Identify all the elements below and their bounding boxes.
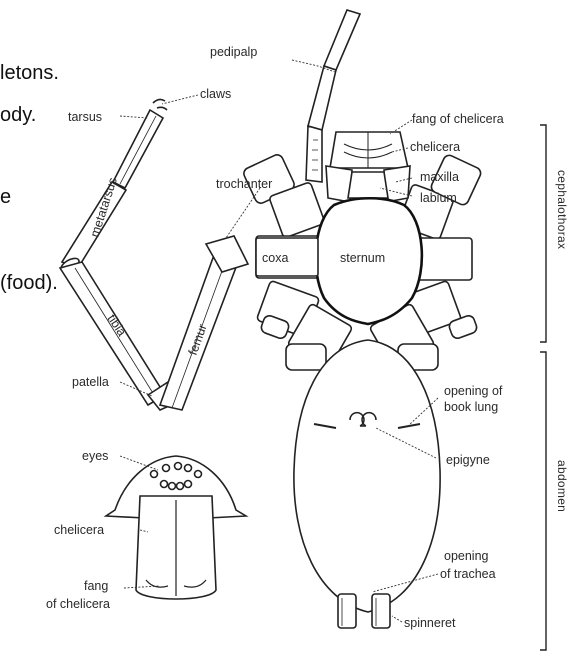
slide-text-fragment: e: [0, 186, 11, 209]
label-abdomen: abdomen: [555, 460, 569, 512]
slide-text-fragment: ody.: [0, 104, 36, 127]
label-trochanter: trochanter: [216, 177, 272, 191]
label-pedipalp: pedipalp: [210, 45, 257, 59]
label-claws: claws: [200, 87, 231, 101]
abdomen-shape: [294, 340, 440, 612]
label-eyes: eyes: [82, 449, 108, 463]
spinneret-left: [338, 594, 356, 628]
label-patella: patella: [72, 375, 109, 389]
label-opening: opening: [444, 549, 489, 563]
tarsus-segment: [113, 110, 163, 188]
label-chelicera-head: chelicera: [54, 523, 104, 537]
abdomen-bracket: [540, 352, 546, 650]
label-spinneret: spinneret: [404, 616, 456, 630]
labium-shape: [348, 172, 388, 198]
label-chelicera-top: chelicera: [410, 140, 460, 154]
label-labium: labium: [420, 191, 457, 205]
slide-text-fragment: letons.: [0, 62, 59, 85]
spinneret-right: [372, 594, 390, 628]
label-book-lung: book lung: [444, 400, 498, 414]
label-opening-of: opening of: [444, 384, 503, 398]
label-tarsus: tarsus: [68, 110, 102, 124]
label-epigyne: epigyne: [446, 453, 490, 467]
label-maxilla: maxilla: [420, 170, 459, 184]
abdomen-drawing: [294, 340, 440, 628]
label-of-chelicera: of chelicera: [46, 597, 110, 611]
slide-text-fragment: (food).: [0, 272, 58, 295]
label-of-trachea: of trachea: [440, 567, 496, 581]
head-front-drawing: [106, 456, 246, 599]
label-coxa: coxa: [262, 251, 288, 265]
label-fang: fang: [84, 579, 108, 593]
claws-shape: [153, 99, 167, 110]
label-cephalothorax: cephalothorax: [555, 170, 569, 249]
label-sternum: sternum: [340, 251, 385, 265]
leg-drawing: [59, 99, 248, 410]
label-fang-of-chelicera-top: fang of chelicera: [412, 112, 504, 126]
cephalothorax-bracket: [540, 125, 546, 342]
